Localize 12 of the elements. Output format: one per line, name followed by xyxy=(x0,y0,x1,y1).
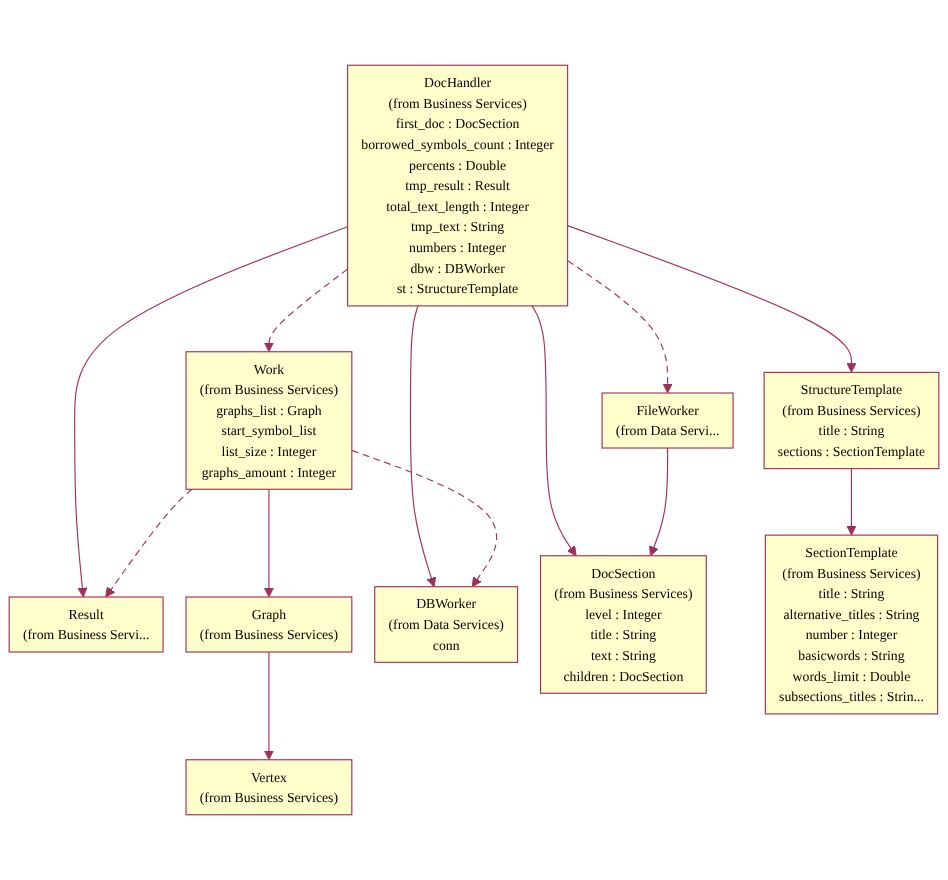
arrow xyxy=(649,447,669,557)
arrow xyxy=(263,268,349,353)
arrow xyxy=(531,305,577,557)
arrow xyxy=(567,260,673,394)
arrow xyxy=(846,468,857,536)
arrow xyxy=(105,488,193,598)
arrow xyxy=(74,226,349,598)
arrow xyxy=(409,305,437,588)
arrow xyxy=(263,488,274,598)
arrow xyxy=(567,225,857,373)
arrow xyxy=(263,651,274,761)
arrow xyxy=(351,449,498,588)
